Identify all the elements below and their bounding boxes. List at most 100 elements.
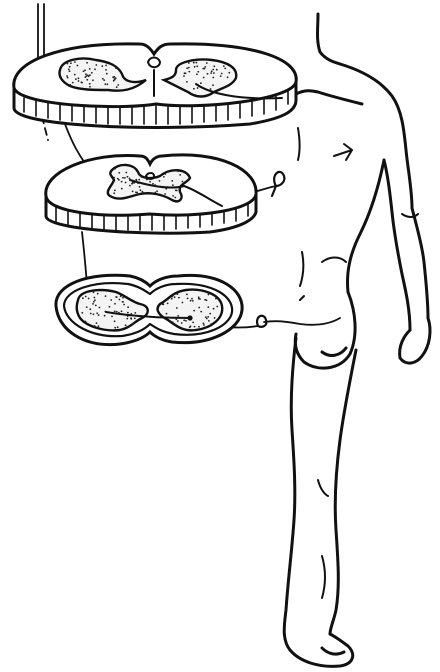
stipple-dot — [213, 65, 215, 67]
stipple-dot — [183, 319, 185, 321]
stipple-dot — [127, 176, 129, 178]
stipple-dot — [192, 322, 194, 324]
stipple-dot — [114, 190, 116, 192]
stipple-dot — [104, 315, 106, 317]
stipple-dot — [204, 68, 206, 70]
stipple-dot — [216, 69, 218, 71]
stipple-dot — [115, 77, 117, 79]
buttock-outline — [295, 292, 355, 368]
stipple-dot — [177, 320, 179, 322]
stipple-dot — [171, 296, 173, 298]
stipple-dot — [213, 72, 215, 74]
stipple-dot — [146, 184, 148, 186]
stipple-dot — [130, 313, 132, 315]
stipple-dot — [204, 299, 206, 301]
stipple-dot — [134, 182, 136, 184]
stipple-dot — [162, 303, 164, 305]
stipple-dot — [103, 79, 105, 81]
stipple-dot — [95, 64, 97, 66]
stipple-dot — [198, 298, 200, 300]
stipple-dot — [70, 62, 72, 64]
stipple-dot — [208, 294, 210, 296]
stipple-dot — [67, 63, 69, 65]
stipple-dot — [85, 321, 87, 323]
back-detail-2 — [300, 252, 303, 286]
stipple-dot — [66, 75, 68, 77]
stipple-dot — [220, 75, 222, 77]
stipple-dot — [135, 179, 137, 181]
stipple-dot — [182, 317, 184, 319]
stipple-dot — [134, 312, 136, 314]
stipple-dot — [120, 295, 122, 297]
stipple-dot — [95, 305, 97, 307]
stipple-dot — [94, 68, 96, 70]
stipple-dot — [104, 311, 106, 313]
stipple-dot — [90, 313, 92, 315]
stipple-dot — [92, 79, 94, 81]
stipple-dot — [139, 186, 141, 188]
inner-arm — [384, 160, 410, 330]
stipple-dot — [167, 186, 169, 188]
stipple-dot — [188, 62, 190, 64]
stipple-dot — [181, 322, 183, 324]
stipple-dot — [164, 193, 166, 195]
back-detail-3 — [322, 258, 346, 263]
gluteal-fold — [322, 348, 346, 355]
stipple-dot — [210, 323, 212, 325]
stipple-dot — [130, 318, 132, 320]
stipple-dot — [163, 176, 165, 178]
stipple-dot — [89, 68, 91, 70]
stipple-dot — [140, 189, 142, 191]
stipple-dot — [193, 62, 195, 64]
stipple-dot — [121, 181, 123, 183]
stipple-dot — [114, 310, 116, 312]
stipple-dot — [216, 306, 218, 308]
stipple-dot — [204, 66, 206, 68]
stipple-dot — [186, 81, 188, 83]
stipple-dot — [89, 86, 91, 88]
stipple-dot — [122, 301, 124, 303]
stipple-dot — [141, 176, 143, 178]
stipple-dot — [178, 297, 180, 299]
stipple-dot — [81, 312, 83, 314]
stipple-dot — [177, 170, 179, 172]
stipple-dot — [227, 76, 229, 78]
stipple-dot — [72, 82, 74, 84]
stipple-dot — [175, 318, 177, 320]
stipple-dot — [93, 301, 95, 303]
stipple-dot — [205, 316, 207, 318]
stipple-dot — [118, 312, 120, 314]
stipple-dot — [97, 293, 99, 295]
stipple-dot — [228, 72, 230, 74]
stipple-dot — [104, 83, 106, 85]
stipple-dot — [172, 184, 174, 186]
stipple-dot — [68, 68, 70, 70]
stipple-dot — [135, 191, 137, 193]
stipple-dot — [203, 77, 205, 79]
stipple-dot — [122, 177, 124, 179]
stipple-dot — [196, 62, 198, 64]
stipple-dot — [223, 65, 225, 67]
stipple-dot — [123, 304, 125, 306]
stipple-dot — [152, 183, 154, 185]
stipple-dot — [110, 299, 112, 301]
stipple-dot — [124, 177, 126, 179]
stipple-dot — [125, 324, 127, 326]
arm-nerve-ending — [334, 144, 352, 160]
stipple-dot — [208, 320, 210, 322]
stipple-dot — [113, 80, 115, 82]
stipple-dot — [206, 62, 208, 64]
stipple-dot — [165, 188, 167, 190]
stipple-dot — [221, 73, 223, 75]
stipple-dot — [89, 83, 91, 85]
stipple-dot — [190, 300, 192, 302]
receptor-trunk — [272, 172, 284, 196]
stipple-dot — [191, 298, 193, 300]
stipple-dot — [210, 88, 212, 90]
stipple-dot — [174, 296, 176, 298]
stipple-dot — [84, 69, 86, 71]
stipple-dot — [127, 306, 129, 308]
stipple-dot — [74, 74, 76, 76]
stipple-dot — [186, 294, 188, 296]
